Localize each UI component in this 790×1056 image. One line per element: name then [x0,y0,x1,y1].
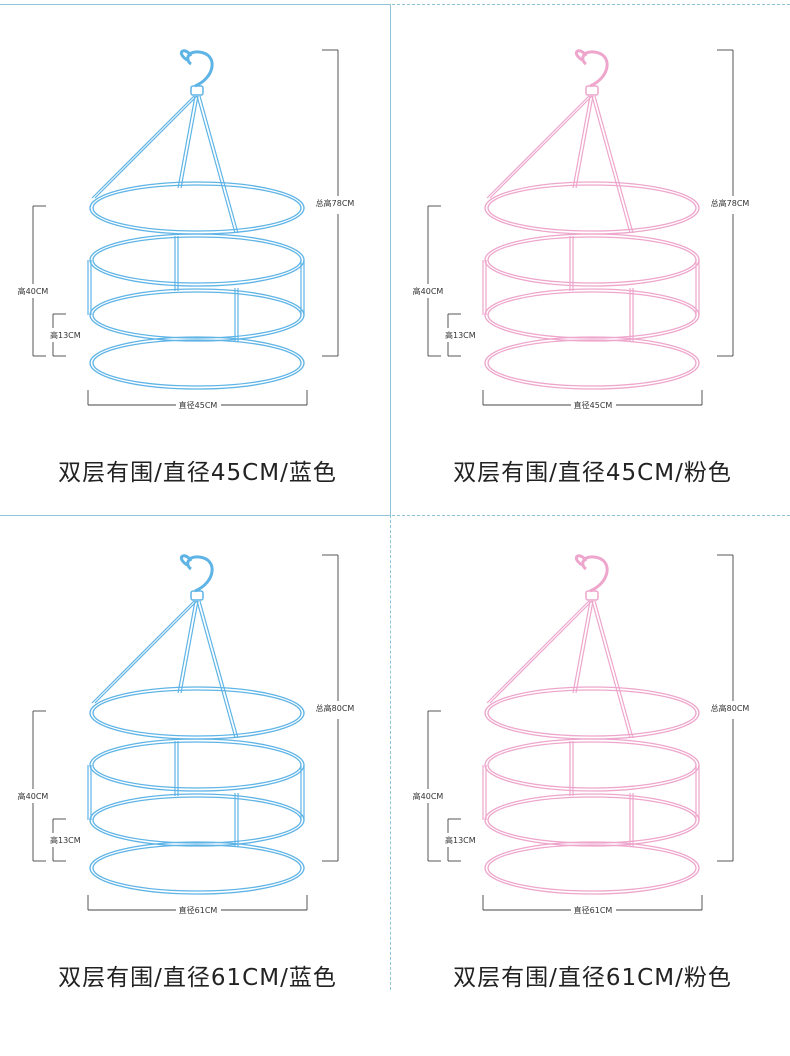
hook-swivel [190,85,204,96]
hanging-line-left [486,600,593,704]
top-ring [484,686,700,740]
bottom-ring [89,336,305,390]
height-label: 高40CM [18,286,49,296]
upper-vertical-divider [390,4,391,515]
lower-tier-rim [484,288,700,342]
diameter-label: 直径61CM [574,905,613,915]
tier-gap-label: 高13CM [445,835,476,845]
panel-caption: 双层有围/直径61CM/粉色 [453,965,732,991]
hanging-line-front [591,600,634,739]
post-right [695,765,700,820]
top-divider [0,4,390,5]
hook-icon [179,49,214,88]
dimension-lines [32,49,339,406]
hook-icon [574,49,609,88]
hanging-line-back [177,95,199,189]
lower-tier-rim [89,793,305,847]
bottom-ring [484,336,700,390]
upper-tier-rim [89,233,305,287]
dimension-lines [427,554,734,911]
bottom-ring [89,841,305,895]
lower-tier-rim [484,793,700,847]
middle-divider-dashed [392,515,790,516]
panel-caption: 双层有围/直径61CM/蓝色 [58,965,337,991]
upper-tier-rim [484,233,700,287]
drying-rack-diagram: 总高78CM 高40CM 高13CM 直径45CM [18,49,355,410]
post-right [300,260,305,315]
hanging-line-left [91,95,198,199]
bottom-ring [484,841,700,895]
hanging-line-front [196,600,239,739]
post-right [300,765,305,820]
diameter-label: 直径45CM [179,400,218,410]
height-label: 高40CM [18,791,49,801]
height-label: 高40CM [413,286,444,296]
post-left [482,765,487,820]
hook-icon [574,554,609,593]
diameter-label: 直径45CM [574,400,613,410]
total-height-label: 总高80CM [711,703,750,713]
hanging-line-back [177,600,199,694]
top-ring [484,181,700,235]
top-ring [89,181,305,235]
panel-caption: 双层有围/直径45CM/蓝色 [58,460,337,486]
hook-icon [179,554,214,593]
hanging-line-front [591,95,634,234]
hanging-line-back [572,600,594,694]
product-panel-3: 总高80CM 高40CM 高13CM 直径61CM 双层有围/直径61CM/蓝色 [0,513,395,1023]
dimension-lines [32,554,339,911]
panel-caption: 双层有围/直径45CM/粉色 [453,460,732,486]
product-panel-1: 总高78CM 高40CM 高13CM 直径45CM 双层有围/直径45CM/蓝色 [0,8,395,518]
hanging-line-left [91,600,198,704]
top-ring [89,686,305,740]
post-left [87,765,92,820]
lower-vertical-divider [390,515,391,990]
drying-rack-diagram: 总高80CM 高40CM 高13CM 直径61CM [413,554,750,915]
upper-tier-rim [89,738,305,792]
post-left [87,260,92,315]
tier-gap-label: 高13CM [445,330,476,340]
hook-swivel [190,590,204,601]
post-back [174,236,179,291]
hook-swivel [585,590,599,601]
product-panel-4: 总高80CM 高40CM 高13CM 直径61CM 双层有围/直径61CM/粉色 [395,513,790,1023]
post-left [482,260,487,315]
hanging-line-front [196,95,239,234]
hook-swivel [585,85,599,96]
diameter-label: 直径61CM [179,905,218,915]
post-right [695,260,700,315]
total-height-label: 总高80CM [316,703,355,713]
middle-divider [0,515,390,516]
top-divider-dashed [392,4,790,5]
hanging-line-left [486,95,593,199]
hanging-line-back [572,95,594,189]
post-back [569,236,574,291]
drying-rack-diagram: 总高80CM 高40CM 高13CM 直径61CM [18,554,355,915]
post-front [234,793,239,847]
post-front [629,288,634,342]
lower-tier-rim [89,288,305,342]
post-front [629,793,634,847]
tier-gap-label: 高13CM [50,835,81,845]
product-panel-2: 总高78CM 高40CM 高13CM 直径45CM 双层有围/直径45CM/粉色 [395,8,790,518]
total-height-label: 总高78CM [316,198,355,208]
height-label: 高40CM [413,791,444,801]
post-back [569,741,574,796]
post-front [234,288,239,342]
upper-tier-rim [484,738,700,792]
dimension-lines [427,49,734,406]
tier-gap-label: 高13CM [50,330,81,340]
total-height-label: 总高78CM [711,198,750,208]
drying-rack-diagram: 总高78CM 高40CM 高13CM 直径45CM [413,49,750,410]
post-back [174,741,179,796]
